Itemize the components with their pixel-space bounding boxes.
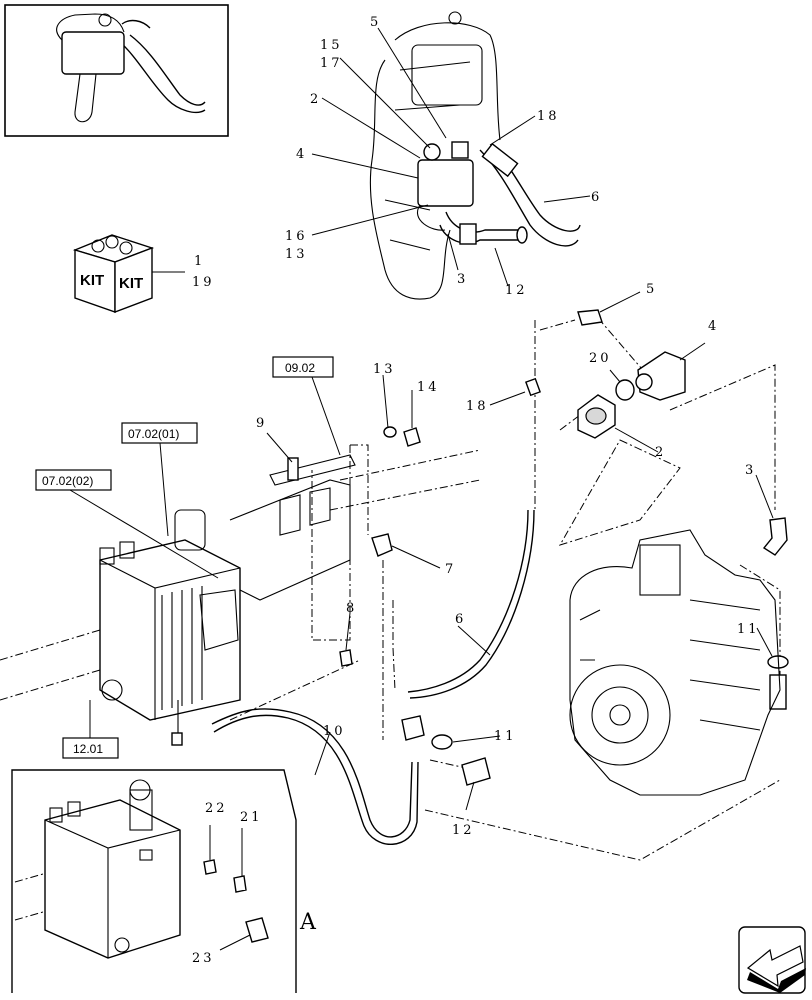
callout-12-mid: 12 bbox=[452, 823, 475, 838]
callout-21: 21 bbox=[240, 810, 263, 825]
callout-11-mid: 11 bbox=[494, 729, 517, 744]
ref-0702-01: 07.02(01) bbox=[128, 427, 179, 441]
engine-block-right bbox=[569, 529, 781, 796]
callout-18-mid: 18 bbox=[466, 399, 489, 414]
detail-label-a: A bbox=[299, 910, 317, 935]
kit-box: KIT KIT bbox=[72, 234, 185, 314]
next-page-arrow-icon[interactable] bbox=[738, 926, 806, 994]
callout-7: 7 bbox=[445, 562, 456, 577]
callout-3-right: 3 bbox=[745, 463, 756, 478]
leader-lines bbox=[69, 27, 774, 811]
callout-2-right: 2 bbox=[655, 445, 666, 460]
callout-6-mid: 6 bbox=[455, 612, 466, 627]
callout-17: 17 bbox=[320, 56, 343, 71]
callout-11-right: 11 bbox=[737, 622, 760, 637]
callout-10: 10 bbox=[323, 724, 346, 739]
callout-labels: 1 19 5 15 17 2 18 4 6 16 13 3 12 5 4 20 … bbox=[192, 15, 760, 966]
ref-0902: 09.02 bbox=[285, 361, 315, 375]
callout-23: 23 bbox=[192, 951, 215, 966]
callout-4-top: 4 bbox=[296, 147, 307, 162]
callout-3-top: 3 bbox=[457, 272, 468, 287]
callout-13-mid: 13 bbox=[373, 362, 396, 377]
callout-1: 1 bbox=[194, 254, 205, 269]
callout-19: 19 bbox=[192, 275, 215, 290]
detail-a-inset bbox=[11, 769, 297, 993]
kit-label-right: KIT bbox=[119, 275, 143, 292]
callout-18-top: 18 bbox=[537, 109, 560, 124]
callout-5-right: 5 bbox=[646, 282, 657, 297]
callout-13-top: 13 bbox=[285, 247, 308, 262]
hydraulic-valve-assembly bbox=[0, 449, 481, 746]
callout-8: 8 bbox=[346, 601, 357, 616]
callout-15: 15 bbox=[320, 38, 343, 53]
upper-engine-assembly bbox=[369, 11, 581, 300]
callout-12-top: 12 bbox=[505, 283, 528, 298]
callout-16: 16 bbox=[285, 229, 308, 244]
callout-9: 9 bbox=[256, 416, 267, 431]
callout-20: 20 bbox=[589, 351, 612, 366]
reference-boxes: 09.02 07.02(01) 07.02(02) 12.01 bbox=[35, 356, 334, 759]
routing-lines bbox=[229, 317, 781, 861]
callout-5-top: 5 bbox=[370, 15, 381, 30]
fittings-and-hoses bbox=[211, 309, 789, 845]
callout-22: 22 bbox=[205, 801, 228, 816]
inset-overview bbox=[4, 4, 229, 137]
callout-14: 14 bbox=[417, 380, 440, 395]
callout-2-top: 2 bbox=[310, 92, 321, 107]
callout-4-right: 4 bbox=[708, 319, 719, 334]
ref-0702-02: 07.02(02) bbox=[42, 474, 93, 488]
ref-1201: 12.01 bbox=[73, 742, 103, 756]
kit-label-left: KIT bbox=[80, 272, 104, 289]
callout-6-top: 6 bbox=[591, 190, 602, 205]
